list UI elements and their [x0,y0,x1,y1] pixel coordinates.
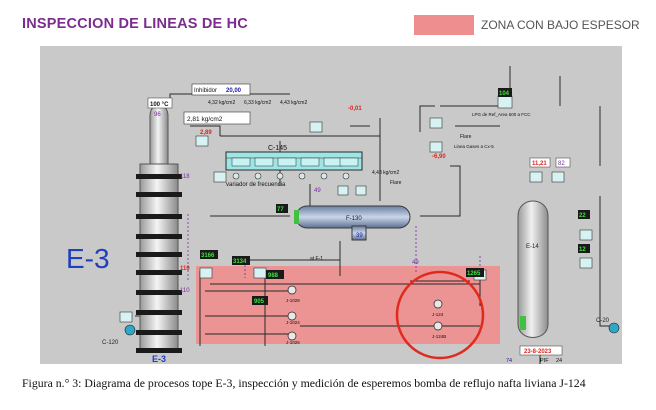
pressure-4: 4,43 kg/cm2 [372,170,399,176]
vessel-e14 [517,200,549,338]
val-104: 104 [499,91,510,97]
legend-label: ZONA CON BAJO ESPESOR [481,18,640,32]
figure-caption: Figura n.° 3: Diagrama de procesos tope … [22,376,586,390]
e14-label: E-14 [526,244,539,250]
date-label: 23-8-2023 [524,349,552,355]
value-boxes [147,83,590,356]
process-diagram: E-3 E-3 C-145 variador de frecuencia F-1… [40,46,622,364]
val-988: 988 [268,273,279,279]
inhibidor-label: Inhibidor [194,88,217,94]
pump-j124: J-124 [432,312,444,317]
pump-j1028: J-1028 [286,298,300,303]
val-96: 96 [154,112,161,118]
signal-lines [187,214,481,281]
val-3134: 3134 [233,259,247,265]
val-690: -6,90 [432,154,446,160]
val-3166: 3166 [201,253,215,259]
flare-1: Flare [460,134,472,140]
piping [135,66,615,364]
tower-e3 [136,104,182,353]
val-118: 118 [180,174,190,180]
c20-pump-icon [608,322,620,334]
val-110a: 110 [180,266,190,272]
gas-label: Linea Gases a Cx-5 [454,144,494,149]
tower-label: E-3 [66,243,110,274]
pif-value: 24 [556,358,562,364]
val-12: 12 [579,247,586,253]
val-001: -0,01 [348,106,362,112]
val-74: 74 [506,358,512,364]
val-49b: 49 [412,260,419,266]
val-39: 39 [356,233,363,239]
val-289: 2,89 [200,130,212,136]
pump-icons [287,285,443,341]
drum-f130 [294,205,411,241]
pif-label: PIF [540,358,549,364]
inhibidor-value: 20,00 [226,88,242,94]
flow-label: at F-1 [310,256,323,262]
fan-icons [232,172,350,180]
val-110b: 110 [180,288,190,294]
pump-j1026: J-1026 [286,340,300,345]
val-1121: 11,21 [532,161,547,167]
low-thickness-zone [196,266,500,344]
exchanger-label: C-145 [268,145,287,152]
vfd-label: variador de frecuencia [226,182,286,188]
drum-label: F-130 [346,216,362,222]
pump-j124b: J-124B [432,334,446,339]
val-49a: 49 [314,188,321,194]
val-82: 82 [558,161,565,167]
pump-j1024: J-1024 [286,320,300,325]
c120-exchanger-icon [124,324,136,336]
exchanger-c145 [225,151,363,171]
inspection-highlight-circle [395,270,485,360]
val-77: 77 [277,207,284,213]
pressure-2: 6,33 kg/cm2 [244,100,271,106]
pressure-main: 2,81 kg/cm2 [187,116,223,123]
c20-label: C-20 [596,318,610,324]
lpg-label: LPG de Ref_Area 500 a FCC [472,112,531,117]
c120-label: C-120 [102,340,119,346]
page-title: INSPECCION DE LINEAS DE HC [22,16,248,32]
flare-2: Flare [390,180,402,186]
tower-bottom-label: E-3 [152,354,166,364]
temp-top: 100 °C [150,102,169,108]
val-905: 905 [254,299,265,305]
val-22: 22 [579,213,586,219]
pressure-1: 4,32 kg/cm2 [208,100,235,106]
legend-swatch [414,15,474,35]
val-1265: 1265 [467,271,481,277]
pressure-3: 4,43 kg/cm2 [280,100,307,106]
